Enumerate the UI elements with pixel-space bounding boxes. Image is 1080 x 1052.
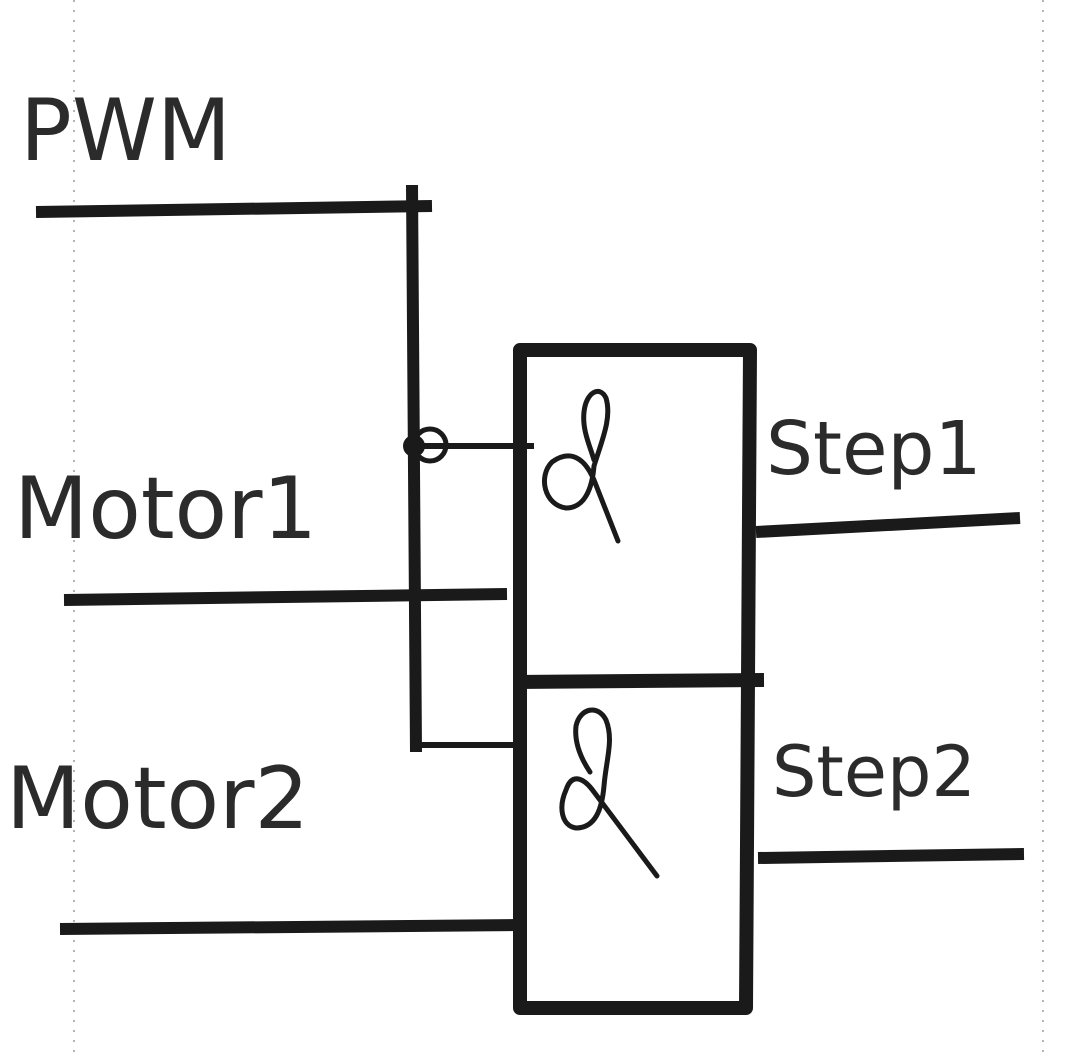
step2-output-wire: [757, 848, 1025, 864]
gate2-and-symbol-icon: [559, 707, 660, 879]
gate-divider: [513, 673, 765, 689]
and-gate-pair-outline: [513, 343, 757, 1015]
step1-label: Step1: [766, 406, 982, 492]
motor1-input-wire: [63, 588, 508, 606]
gate1-and-symbol-icon: [542, 388, 621, 544]
step1-output-wire: [755, 512, 1021, 538]
pwm-vertical-bus: [406, 184, 422, 753]
pwm-label: PWM: [20, 81, 231, 181]
motor1-label: Motor1: [14, 459, 317, 559]
motor2-input-wire: [59, 919, 521, 935]
step2-label: Step2: [772, 731, 976, 813]
junction-circle: [411, 426, 449, 464]
pwm-input-wire: [35, 200, 433, 218]
motor2-label: Motor2: [6, 749, 309, 849]
